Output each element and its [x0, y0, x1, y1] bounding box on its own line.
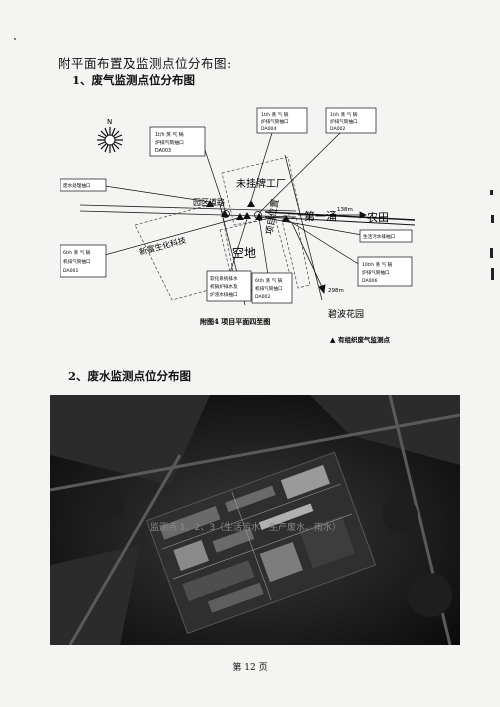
label-unbuilt-factory: 未挂牌工厂 [236, 177, 286, 190]
callout-da002-bottom: 6t/h 蒸 气 锅 机排气筒抽口 DA002 [251, 272, 293, 304]
marker-waste-water-icon [206, 200, 214, 207]
svg-text:1t/h 蒸 气 锅: 1t/h 蒸 气 锅 [155, 131, 184, 138]
scan-speck [14, 38, 16, 40]
svg-text:DA001: DA001 [63, 268, 78, 274]
callout-middle: 软化系统排水 机锅炉排水及 炉渣水排抽口 [206, 270, 252, 302]
svg-text:DA003: DA003 [155, 148, 171, 154]
svg-text:DA004: DA004 [261, 126, 276, 132]
section2-title: 2、废水监测点位分布图 [68, 369, 192, 383]
svg-text:生活污水排抽口: 生活污水排抽口 [363, 233, 396, 240]
page-heading: 附平面布置及监测点位分布图: [58, 56, 232, 71]
parcel-vacant-lot [219, 216, 293, 294]
site-plan-map: N 138m 298m 未挂牌工厂 园区道路 第一涌 农田 项目位置 空地 新富… [60, 107, 416, 344]
svg-text:炉排气筒抽口: 炉排气筒抽口 [330, 118, 358, 125]
distance-farmland: 138m [337, 207, 353, 213]
arrow-garden-icon [318, 284, 326, 294]
callout-waste-water: 废水处理抽口 [60, 178, 107, 192]
svg-text:DA002: DA002 [330, 126, 345, 132]
marker-da001-icon [236, 213, 244, 220]
label-vacant-lot: 空地 [232, 246, 256, 260]
svg-text:DA006: DA006 [362, 278, 377, 284]
label-bibo-garden: 碧波花园 [328, 308, 364, 320]
scan-edge-mark [491, 268, 494, 280]
svg-text:DA002: DA002 [255, 294, 270, 300]
legend-marker-icon: ▲ [330, 336, 336, 344]
svg-text:炉排气筒抽口: 炉排气筒抽口 [261, 118, 289, 125]
marker-da004-icon [247, 200, 255, 207]
svg-text:炉排气筒抽口: 炉排气筒抽口 [362, 269, 390, 276]
marker-middle-icon [243, 212, 251, 219]
aerial-photo: 监测点 1、2、3（生活污水、生产废水、雨水） [50, 395, 460, 645]
legend-text: 有组织废气监测点 [338, 335, 391, 344]
svg-text:炉排气筒抽口: 炉排气筒抽口 [155, 139, 184, 146]
svg-text:6t/h 蒸 气 锅: 6t/h 蒸 气 锅 [255, 277, 283, 284]
label-farmland: 农田 [367, 210, 389, 224]
arrow-farmland-icon [359, 211, 367, 219]
distance-garden: 298m [328, 288, 344, 294]
svg-text:1t/h 蒸 气 锅: 1t/h 蒸 气 锅 [330, 111, 358, 118]
callout-da006: 10t/h 蒸 气 锅 炉排气筒抽口 DA006 [357, 256, 413, 287]
scan-edge-mark [490, 248, 493, 258]
compass-north-label: N [107, 118, 112, 126]
svg-text:机排气筒抽口: 机排气筒抽口 [255, 285, 283, 292]
callout-da004: 1t/h 蒸 气 锅 炉排气筒抽口 DA004 [256, 107, 308, 134]
callout-da002-top: 1t/h 蒸 气 锅 炉排气筒抽口 DA002 [325, 107, 377, 134]
svg-text:10t/h 蒸 气 锅: 10t/h 蒸 气 锅 [362, 261, 393, 268]
canal-line-2 [264, 216, 416, 226]
label-jinfu-tech: 新富生化科技 [138, 235, 187, 257]
section1-title: 1、废气监测点位分布图 [72, 73, 196, 87]
canal-line-1 [264, 211, 416, 221]
svg-text:废水处理抽口: 废水处理抽口 [63, 182, 91, 189]
svg-text:软化系统排水: 软化系统排水 [210, 275, 238, 282]
park-road-line-2 [79, 210, 297, 218]
callout-da001: 6t/h 蒸 气 锅 机排气筒抽口 DA001 [60, 244, 107, 278]
callout-living-water: 生活污水排抽口 [359, 229, 413, 243]
callout-da003: 1t/h 蒸 气 锅 炉排气筒抽口 DA003 [149, 126, 206, 157]
scan-edge-mark [491, 215, 494, 223]
outfall-circle-icon-1 [222, 210, 230, 218]
svg-text:机锅炉排水及: 机锅炉排水及 [210, 283, 238, 290]
scan-edge-mark [490, 190, 493, 195]
east-road-line [284, 154, 323, 301]
svg-text:6t/h 蒸 气 锅: 6t/h 蒸 气 锅 [63, 249, 91, 256]
label-first-canal: 第一涌 [304, 209, 337, 223]
page-number: 第 12 页 [232, 663, 268, 673]
park-road-line-1 [79, 204, 297, 212]
svg-text:1t/h 蒸 气 锅: 1t/h 蒸 气 锅 [261, 111, 289, 118]
svg-text:机排气筒抽口: 机排气筒抽口 [63, 258, 91, 265]
outfall-circle-icon-2 [254, 211, 262, 219]
compass-icon: N [97, 118, 123, 153]
figure-caption: 附图4 项目平面四至图 [200, 317, 270, 326]
aerial-overlay-label: 监测点 1、2、3（生活污水、生产废水、雨水） [150, 521, 341, 533]
svg-text:炉渣水排抽口: 炉渣水排抽口 [210, 291, 238, 298]
